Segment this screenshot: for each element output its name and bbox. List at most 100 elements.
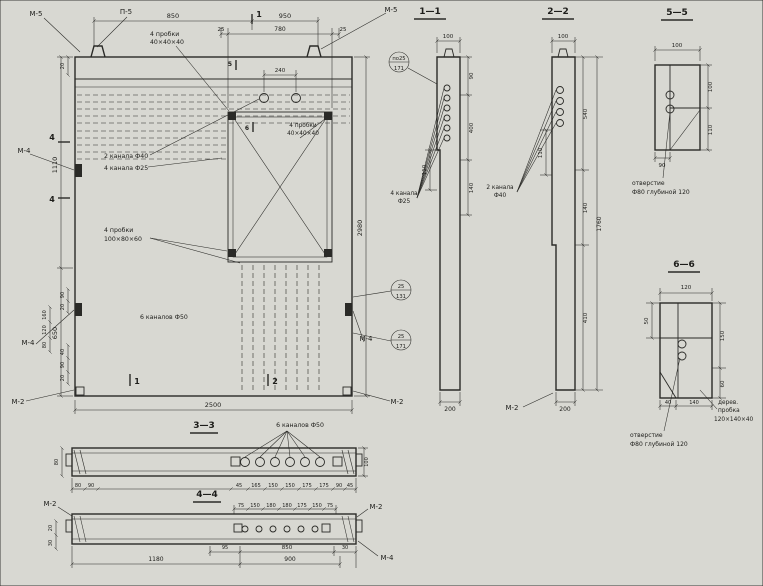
hole	[283, 525, 291, 533]
s6-hole-label-2: Ф80 глубиной 120	[630, 441, 688, 448]
s4-dim-900: 900	[284, 556, 296, 563]
embed-m2	[342, 386, 352, 396]
s5-dim-100-right: 100	[708, 81, 714, 92]
dim-25-right: 25	[340, 27, 347, 33]
channel-hole	[556, 97, 564, 105]
wood-plug-notch	[659, 371, 677, 399]
s4-dim-180b: 180	[282, 503, 292, 509]
section-4-4	[54, 501, 379, 568]
section-5-5	[653, 19, 712, 179]
s3-channels-label: 6 каналов Ф50	[276, 422, 324, 429]
dim-240: 240	[275, 68, 286, 74]
channel-hole	[443, 94, 451, 102]
s6-dim-40: 40	[665, 400, 671, 406]
dim-80: 80	[42, 342, 48, 348]
s4-dim-30: 30	[48, 540, 54, 546]
channel-hole	[443, 104, 451, 112]
s6-hole-label-1: отверстие	[630, 432, 663, 439]
s3-dim-165: 165	[251, 483, 261, 489]
cut-4-upper: 4	[49, 133, 55, 142]
section-3-3	[60, 430, 368, 493]
corner-plug	[324, 112, 332, 120]
dim-950: 950	[279, 12, 291, 20]
bubble3-bottom: 171	[396, 344, 406, 350]
s1-dim-90: 90	[469, 72, 475, 79]
dim-90-a: 90	[60, 292, 66, 298]
embed-m2	[75, 386, 85, 396]
section-2-2	[516, 18, 603, 408]
s1-dim-100: 100	[443, 34, 454, 40]
corner-plug	[228, 112, 236, 120]
title-5-5: 5—5	[666, 8, 688, 18]
hole-f80	[677, 339, 687, 349]
plugs-40-label-2: 40×40×40	[150, 39, 184, 46]
plugs-100-label-2: 100×80×60	[104, 236, 142, 243]
s1-dim-400: 400	[469, 122, 475, 133]
corner-plug	[324, 249, 332, 257]
s4-dim-75b: 75	[327, 503, 333, 509]
cut-4-lower: 4	[49, 195, 55, 204]
bubble1-top: по25	[392, 56, 405, 62]
s2-dim-200: 200	[559, 406, 571, 413]
s6-dim-50: 50	[644, 317, 650, 324]
corner-plug	[228, 249, 236, 257]
section-1-1	[414, 18, 472, 406]
dim-850: 850	[167, 12, 179, 20]
dim-90-b: 90	[60, 362, 66, 368]
title-4-4: 4—4	[196, 490, 218, 500]
s5-hole-label-2: Ф80 глубиной 120	[632, 189, 690, 196]
position-bubbles	[388, 51, 412, 351]
s4-dim-850: 850	[282, 545, 293, 551]
channel-hole	[556, 119, 564, 127]
channel-f50-hole	[255, 457, 265, 467]
s6-dim-120: 120	[681, 285, 692, 291]
s3-dim-150b: 150	[285, 483, 295, 489]
marker-m2-s4-left: М-2	[43, 500, 56, 508]
dim-2980: 2980	[356, 220, 364, 237]
marker-m4-right: М-4	[359, 335, 373, 343]
s2-dim-410: 410	[583, 312, 589, 323]
s6-wood-label-2: пробка	[718, 408, 740, 414]
s4-dim-20: 20	[48, 525, 54, 531]
s3-dim-175b: 175	[319, 483, 329, 489]
s2-dim-140: 140	[583, 202, 589, 213]
dim-20-top: 20	[60, 63, 66, 69]
s4-dim-30r: 30	[342, 545, 348, 551]
channel-hole	[443, 134, 451, 142]
channel-hole	[556, 108, 564, 116]
dim-1110: 1110	[51, 157, 59, 174]
hole-f80	[665, 90, 675, 100]
s3-dim-150a: 150	[268, 483, 278, 489]
channel-f50-hole	[285, 457, 295, 467]
title-1-1: 1—1	[419, 7, 441, 17]
s3-dim-90a: 90	[88, 483, 94, 489]
s1-dim-110: 110	[422, 164, 428, 175]
embed-m4	[75, 164, 82, 177]
s4-dim-95: 95	[222, 545, 228, 551]
s4-dim-75a: 75	[238, 503, 244, 509]
bubble1-bottom: 171	[394, 66, 404, 72]
bubble2-top: 25	[398, 284, 405, 290]
s3-dim-80-left: 80	[54, 459, 60, 465]
marker-m2-bottom-right: М-2	[390, 398, 403, 406]
s2-dim-540: 540	[583, 108, 589, 119]
s3-dim-90b: 90	[336, 483, 342, 489]
s5-hole-label-1: отверстие	[632, 180, 665, 187]
marker-m4-left-lower: М-4	[21, 339, 35, 347]
main-view-dimensions	[48, 17, 370, 414]
marker-m5-top-right: М-5	[384, 6, 397, 14]
embed-m4	[345, 303, 352, 316]
channel-f40-outlet	[291, 93, 301, 103]
s6-wood-label-1: дерев.	[718, 400, 738, 406]
plugs-100-label-1: 4 пробки	[104, 226, 133, 234]
main-view	[74, 45, 353, 397]
channels-f50-label: 6 каналов Ф50	[140, 314, 188, 321]
s1-ch25-label-2: Ф25	[398, 199, 411, 205]
s4-dim-1180: 1180	[148, 556, 163, 563]
channels-f40-label: 2 канала Ф40	[104, 153, 148, 160]
hole	[241, 525, 249, 533]
hole	[255, 525, 263, 533]
